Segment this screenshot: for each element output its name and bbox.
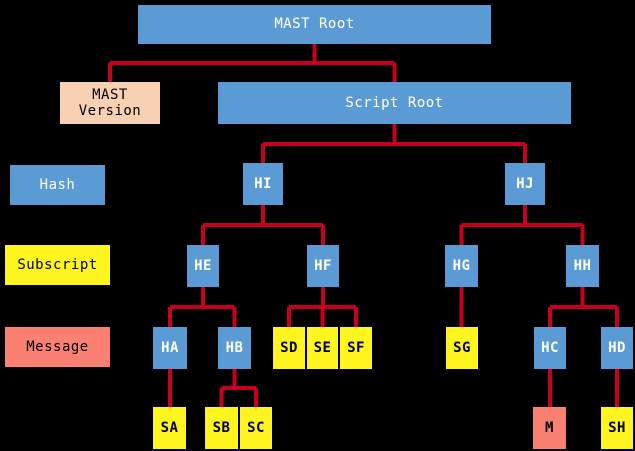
node-mast-root: MAST Root (138, 5, 491, 44)
node-mast-version: MAST Version (60, 82, 160, 124)
node-sb: SB (205, 407, 238, 449)
node-ha: HA (153, 327, 187, 369)
node-hb: HB (218, 327, 251, 369)
node-hj: HJ (505, 163, 545, 205)
node-sg: SG (446, 327, 478, 369)
node-sa: SA (153, 407, 186, 449)
node-hg: HG (445, 245, 478, 287)
node-sd: SD (273, 327, 305, 369)
node-se: SE (307, 327, 338, 369)
node-hh: HH (566, 245, 599, 287)
node-hc: HC (534, 327, 566, 369)
node-sc: SC (240, 407, 272, 449)
node-m: M (533, 407, 566, 449)
node-sf: SF (340, 327, 372, 369)
node-sh: SH (601, 407, 633, 449)
node-hf: HF (307, 245, 339, 287)
node-hd: HD (601, 327, 633, 369)
node-he: HE (187, 245, 219, 287)
legend-subscript: Subscript (5, 245, 110, 285)
node-script-root: Script Root (218, 82, 571, 124)
legend-message: Message (5, 327, 110, 367)
node-hi: HI (243, 163, 283, 205)
legend-hash: Hash (10, 165, 105, 205)
